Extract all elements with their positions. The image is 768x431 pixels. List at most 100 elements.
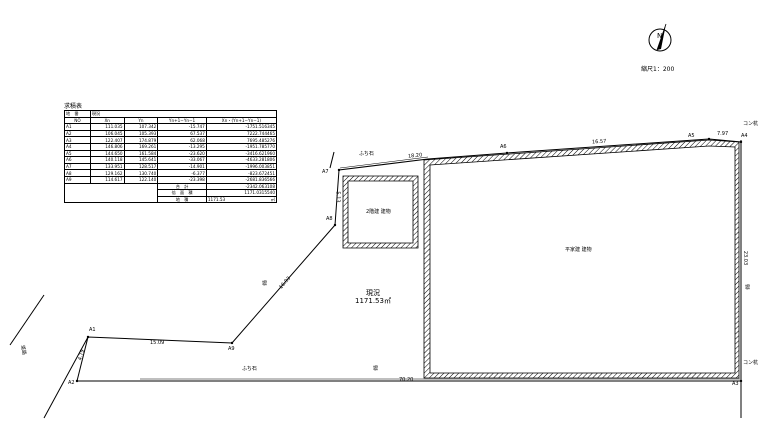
length-a5-a4: 7.97 — [717, 131, 729, 137]
post-label-top: コン杭 — [743, 121, 759, 127]
point-a7 — [337, 168, 341, 172]
table-cell: -23.398 — [157, 175, 207, 184]
column-header: Xn — [89, 116, 125, 125]
column-header: Xn・(Yn+1−Yn−1) — [205, 116, 278, 125]
building-small-label: 2階建 建物 — [366, 209, 391, 215]
table-cell: -15.747 — [157, 123, 207, 131]
table-cell: -33.067 — [157, 156, 207, 164]
area-value: 1171.53 — [207, 197, 226, 203]
table-cell: -1996.003851 — [205, 162, 278, 171]
point-a8 — [333, 223, 337, 227]
table-cell: A2 — [64, 129, 91, 138]
table-cell: 107.342 — [123, 123, 159, 131]
fence-label-right: 塀 — [745, 285, 751, 291]
table-cell: -6.377 — [157, 169, 207, 177]
header-group-left: 地 番 — [64, 110, 91, 118]
table-cell: 7222.744465 — [205, 129, 278, 138]
column-header: Yn+1−Yn−1 — [157, 116, 207, 125]
label-a7: A7 — [322, 169, 329, 175]
double-area-label: 倍 面 積 — [157, 189, 207, 197]
point-a6 — [505, 151, 509, 155]
table-cell: A4 — [64, 142, 91, 151]
table-area-row: 地 積 1171.53 ㎡ — [65, 195, 278, 204]
table-cell: -1751.516345 — [205, 123, 278, 131]
table-cell: 122.140 — [123, 175, 159, 184]
length-a8-a7: 5.13 — [334, 191, 341, 203]
double-area-value: 1171.0315540 — [205, 189, 278, 197]
table-cell: A5 — [64, 149, 91, 158]
table-cell: A1 — [64, 123, 91, 131]
table-cell: A8 — [64, 169, 91, 177]
table-cell: 106.045 — [89, 129, 125, 138]
header-group-right: 現況 — [89, 110, 278, 118]
table-cell: A7 — [64, 162, 91, 171]
table-cell: 67.537 — [157, 129, 207, 138]
post-label-bottom: コン杭 — [743, 360, 759, 366]
table-cell: 122.407 — [89, 136, 125, 144]
curb-label-bottom: ふち石 — [242, 366, 257, 372]
area-unit: ㎡ — [270, 197, 275, 203]
table-cell: 114.617 — [89, 175, 125, 184]
table-cell: -14.901 — [157, 162, 207, 171]
table-cell: 146.806 — [89, 142, 125, 151]
road-line-outer — [9, 294, 45, 346]
a7-tick — [329, 151, 335, 169]
sum-label: 合 計 — [157, 182, 207, 191]
table-cell: 140.118 — [89, 156, 125, 164]
table-cell: -3416.621960 — [205, 149, 278, 158]
point-a9 — [230, 341, 234, 345]
label-a1: A1 — [89, 327, 96, 333]
building-small-hatch — [342, 175, 419, 249]
label-a8: A8 — [326, 216, 333, 222]
label-a6: A6 — [500, 144, 507, 150]
table-cell: A9 — [64, 175, 91, 184]
table-cell: 169.261 — [123, 142, 159, 151]
north-arrow-icon — [648, 23, 672, 52]
label-a5: A5 — [688, 133, 695, 139]
table-header-group: 地 番 現況 — [64, 110, 278, 118]
label-a3: A3 — [732, 381, 739, 387]
table-title: 求積表 — [64, 103, 83, 110]
length-a4-a3: 23.03 — [742, 250, 749, 266]
building-large-hatch — [423, 139, 740, 379]
table-cell: 161.584 — [123, 149, 159, 158]
sum-value: -2342.063108 — [205, 182, 278, 191]
length-a6-a5: 16.57 — [591, 138, 607, 146]
table-cell: -2681.836566 — [205, 175, 278, 184]
column-header: NO — [64, 116, 91, 125]
table-cell: -13.295 — [157, 142, 207, 151]
scale-label: 縮尺1：200 — [641, 66, 675, 73]
point-a5 — [707, 137, 711, 141]
length-a1-a9: 15.09 — [150, 340, 165, 346]
curb-label-top: ふち石 — [359, 151, 374, 157]
label-a2: A2 — [68, 380, 75, 386]
table-cell: 128.517 — [123, 162, 159, 171]
fence-label-left: 塀 — [262, 281, 268, 287]
label-a4: A4 — [741, 133, 748, 139]
north-letter: N — [657, 32, 663, 40]
point-a2 — [75, 379, 79, 383]
table-cell: 111.035 — [89, 123, 125, 131]
table-cell: -4633.281806 — [205, 156, 278, 164]
building-large-label: 平家建 建物 — [565, 247, 592, 253]
table-cell: 62.068 — [157, 136, 207, 144]
table-cell: 174.879 — [123, 136, 159, 144]
column-header: Yn — [123, 116, 159, 125]
area-value-cell: 1171.53 ㎡ — [205, 195, 278, 204]
table-cell: A6 — [64, 156, 91, 164]
table-cell: -1951.785770 — [205, 142, 278, 151]
area-callout: 1171.53㎡ — [355, 297, 391, 305]
table-cell: 144.650 — [89, 149, 125, 158]
table-cell: 105.393 — [123, 129, 159, 138]
table-cell: -823.672451 — [205, 169, 278, 177]
